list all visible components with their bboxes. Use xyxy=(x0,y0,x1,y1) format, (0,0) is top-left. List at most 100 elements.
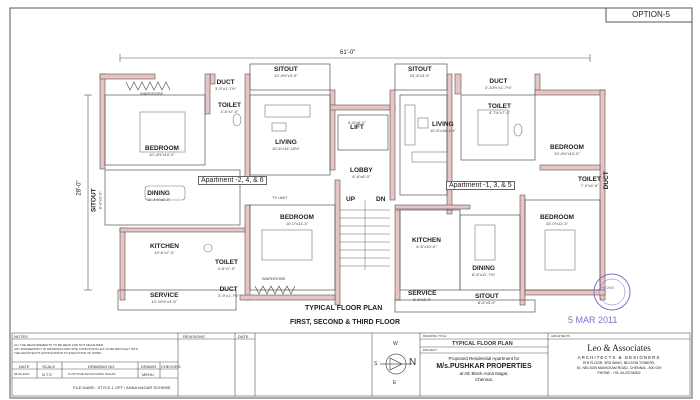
room-size: 10'-4½"x10'-0" xyxy=(149,151,175,157)
wardrobe-label: WARDROBE xyxy=(140,91,164,96)
revisions-label: REVISIONS xyxy=(183,334,205,339)
val-scale: N.T.S xyxy=(42,372,52,377)
title-block-grid xyxy=(11,332,691,397)
notes-label: NOTES xyxy=(14,334,28,339)
room-name: SITOUT xyxy=(274,66,298,73)
firm-subtitle: ARCHITECTS & DESIGNERS xyxy=(577,355,661,360)
room-size: 4'-6"x7'-0" xyxy=(220,108,239,114)
room-name: TOILET xyxy=(215,259,238,266)
staircase[interactable] xyxy=(340,200,390,270)
room-size: 8'-0"x3'-9" xyxy=(97,191,103,210)
dimension-lines xyxy=(84,54,591,291)
room-size: 6'-6"x10'-0" xyxy=(416,243,437,249)
architects-label: ARCHITECTS xyxy=(551,334,571,338)
room-name: SITOUT xyxy=(408,66,432,73)
wardrobe-left xyxy=(125,81,171,91)
room-size: 7'-0"x4'-6" xyxy=(580,182,599,188)
architect-stamp xyxy=(593,273,631,311)
firm-phone: PHONE : +91-44-23746302 xyxy=(597,371,641,375)
room-size: 3'-9"x1'-7½" xyxy=(218,292,240,298)
room-name: TOILET xyxy=(218,102,241,109)
room-outlines xyxy=(104,63,601,313)
note-line-3: THE ARCHITECT'S NOTICE PRIOR TO EXECUTIO… xyxy=(14,351,103,355)
val-drawn: MEHU xyxy=(142,372,154,377)
drawing-title: TYPICAL FLOOR PLAN xyxy=(452,341,513,347)
room-name: SERVICE xyxy=(150,292,179,299)
room-name: LIVING xyxy=(275,139,297,146)
option-label: OPTION-5 xyxy=(632,10,670,19)
room-name: LIVING xyxy=(432,121,454,128)
project-client: M/s.PUSHKAR PROPERTIES xyxy=(436,363,532,370)
tv-unit-label: TV UNIT xyxy=(272,195,288,200)
room-name: LOBBY xyxy=(350,167,373,174)
room-name: DUCT xyxy=(216,79,235,86)
room-size: 10'-0"x11'-3" xyxy=(285,220,309,226)
col-scale: SCALE xyxy=(42,364,56,369)
room-name: SITOUT xyxy=(475,293,499,300)
val-drawing-no: 5 OPT-5/AE BLOCK/ANNA NAGAR xyxy=(68,372,116,376)
lift[interactable]: 6'-6"x5'-0"LIFT xyxy=(348,121,366,132)
room-size: 4'-7½"x7'-0" xyxy=(488,109,511,115)
room-size: 6'-6"x3'-9" xyxy=(413,296,432,302)
col-drawn: DRAWN xyxy=(141,364,156,369)
room-size: 10'-10½"x3'-9" xyxy=(151,298,178,304)
firm-address-1: 5TH FLOOR, 3RD WING, NELSON TOWERS, xyxy=(582,361,656,365)
room-size: 10'-6"x14'-10½" xyxy=(272,145,300,151)
room-size: 3'-10½"x1'-7½" xyxy=(485,84,512,90)
walls xyxy=(99,73,606,306)
room-size: 10'-0"x11'-3" xyxy=(545,220,569,226)
compass-icon xyxy=(380,353,412,375)
room-right-duct-2: DUCT xyxy=(602,171,610,190)
room-name: BEDROOM xyxy=(550,144,584,151)
room-size: 3'-9"x1'-7½" xyxy=(215,85,237,91)
val-date: 08-03-2010 xyxy=(14,372,30,376)
room-size: 8'-6"x3'-9" xyxy=(477,299,496,305)
plan-floors: FIRST, SECOND & THIRD FLOOR xyxy=(290,319,401,326)
project-line-3: Chennai. xyxy=(474,377,493,382)
col-drawing-no: DRAWING NO. xyxy=(88,364,116,369)
room-name: DINING xyxy=(472,265,495,272)
col-date: DATE xyxy=(19,364,30,369)
room-name: TOILET xyxy=(488,103,511,110)
room-name: TOILET xyxy=(578,176,601,183)
room-size: 4'-6"x7'-0" xyxy=(217,265,236,271)
room-size: 10'-4½"x10'-0" xyxy=(554,150,580,156)
room-name: LIFT xyxy=(350,124,364,131)
room-name: KITCHEN xyxy=(150,243,179,250)
note-line-1: ALL THE MEASUREMENTS TO BE READ AND NOT … xyxy=(14,343,104,347)
note-line-2: ANY DISCREPANCY IN DRAWINGS AND SITE CON… xyxy=(14,347,139,351)
project-label: PROJECT xyxy=(423,348,438,352)
room-size: 8'-6"x11'-7½" xyxy=(472,271,496,277)
col-checked: CHECKED xyxy=(161,364,181,369)
room-size: 6'-6"x8'-0" xyxy=(352,173,371,179)
room-name: BEDROOM xyxy=(280,214,314,221)
overall-depth-dimension: 28'-0" xyxy=(76,180,83,196)
stamp-text: PHONE xyxy=(600,285,615,290)
room-name: SERVICE xyxy=(408,290,437,297)
room-size: 10'-4½"x3'-9" xyxy=(274,72,298,78)
sheet-border xyxy=(9,7,693,399)
room-size: 10'-6"x7'-0" xyxy=(154,249,175,255)
stair-down-label: DN xyxy=(376,196,386,203)
